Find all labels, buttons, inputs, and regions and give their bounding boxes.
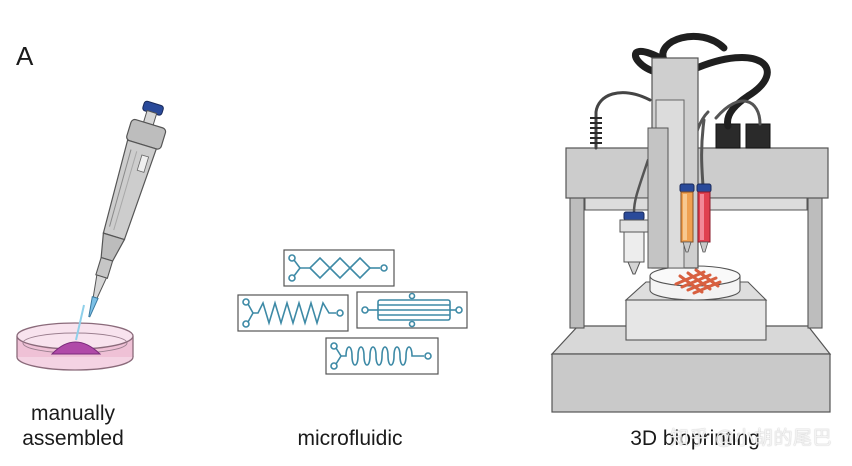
cartridge-red (696, 183, 712, 253)
printed-construct (674, 268, 722, 295)
manual-assembly-illustration (16, 100, 167, 371)
label-manually-assembled-line1: manually (30, 402, 116, 425)
cell-droplet (50, 341, 102, 355)
pipette-tip (88, 296, 99, 318)
dispense-stream (75, 304, 85, 341)
microfluidic-chip-zigzag (237, 294, 349, 332)
z-axis-column (647, 57, 699, 269)
panel-letter: A (16, 41, 34, 71)
pipette (88, 100, 167, 318)
bioprinter-illustration (550, 32, 832, 413)
microfluidic-chip-parallel (356, 291, 468, 329)
microfluidic-chip-diamonds (283, 249, 395, 287)
label-manually-assembled-line2: assembled (22, 427, 124, 450)
label-microfluidic: microfluidic (297, 427, 403, 450)
cable-guide (590, 117, 602, 144)
microfluidic-illustration (237, 249, 468, 375)
watermark: 知乎 @小胡的尾巴 (669, 428, 832, 449)
cartridge-orange (679, 183, 695, 253)
pipette-barrel (102, 139, 158, 241)
microfluidic-chip-wavy (325, 337, 439, 375)
motor-box (745, 123, 771, 149)
dispenser-head-left (619, 211, 649, 275)
label-3d-bioprinting: 3D bioprinting (630, 427, 760, 450)
